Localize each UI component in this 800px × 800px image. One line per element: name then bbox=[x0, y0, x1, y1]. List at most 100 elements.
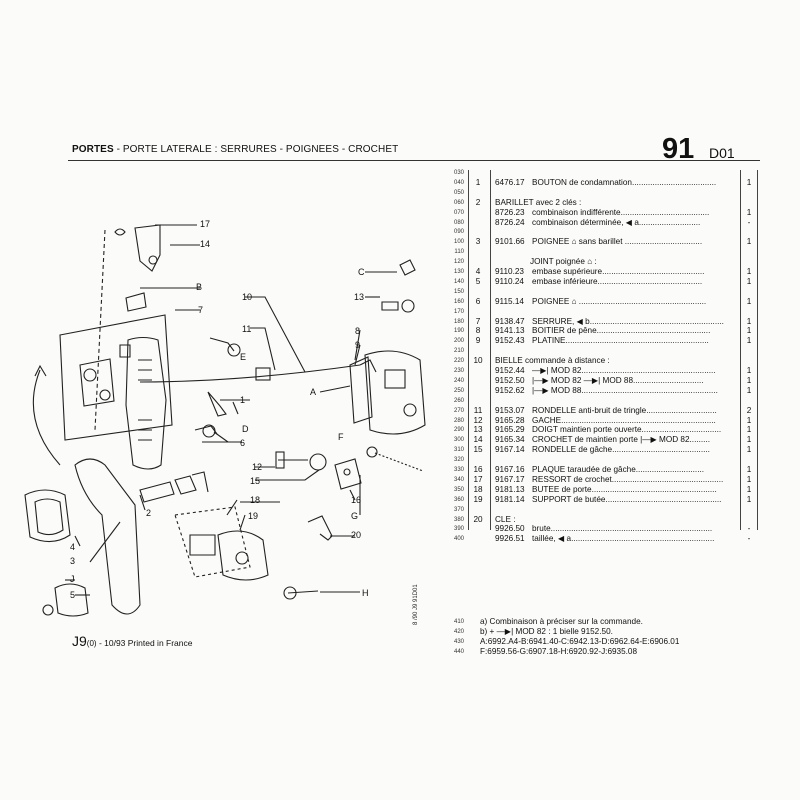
part-description: |—▶ MOD 88..............................… bbox=[532, 385, 718, 395]
part-reference: 8726.23 bbox=[495, 207, 525, 217]
line-number: 440 bbox=[453, 649, 464, 655]
part-reference: 9152.50 bbox=[495, 375, 525, 385]
item-number: 20 bbox=[473, 514, 483, 524]
header-divider bbox=[68, 160, 760, 161]
item-number: 18 bbox=[473, 484, 483, 494]
item-number: 4 bbox=[475, 267, 481, 276]
quantity: 1 bbox=[746, 207, 752, 217]
part-reference: 9181.14 bbox=[495, 494, 525, 504]
callout-2: 2 bbox=[146, 508, 151, 518]
line-number: 170 bbox=[453, 308, 464, 315]
item-number: 1 bbox=[475, 177, 481, 187]
table-row: 170 bbox=[0, 307, 800, 317]
item-number: 9 bbox=[475, 336, 481, 346]
line-number: 270 bbox=[453, 407, 464, 414]
part-description: BOITIER de pêne.........................… bbox=[532, 326, 711, 336]
table-row: 110 bbox=[0, 247, 800, 257]
part-description: brute...................................… bbox=[532, 524, 713, 534]
part-description: GACHE...................................… bbox=[532, 415, 716, 425]
quantity: 1 bbox=[746, 276, 752, 286]
callout-13: 13 bbox=[354, 292, 364, 302]
line-number: 340 bbox=[453, 476, 464, 483]
part-reference: 9167.17 bbox=[495, 474, 525, 484]
group-heading: JOINT poignée ⌂ : bbox=[530, 257, 597, 267]
table-row: 120 JOINT poignée ⌂ : bbox=[0, 257, 800, 267]
part-reference: 9152.43 bbox=[495, 336, 525, 346]
exploded-parts-diagram: 17 14 B 7 10 11 C 13 8 9 A 1 E 6 D F 12 … bbox=[24, 219, 426, 617]
callout-12: 12 bbox=[252, 462, 262, 472]
quantity: 1 bbox=[746, 415, 752, 425]
callout-d: D bbox=[242, 424, 249, 434]
callout-g: G bbox=[351, 511, 358, 521]
callout-e: E bbox=[240, 352, 246, 362]
part-reference: 9110.23 bbox=[495, 267, 524, 276]
table-column-divider bbox=[757, 170, 758, 530]
line-number: 080 bbox=[453, 219, 464, 226]
part-reference: 9152.62 bbox=[495, 385, 525, 395]
quantity: 1 bbox=[746, 336, 752, 346]
part-reference: 9115.14 bbox=[495, 296, 524, 306]
line-number: 210 bbox=[453, 348, 464, 355]
line-number: 430 bbox=[453, 639, 464, 645]
quantity: 1 bbox=[746, 474, 752, 484]
line-number: 220 bbox=[453, 358, 464, 365]
line-number: 120 bbox=[453, 259, 464, 266]
part-description: taillée, ◀ a............................… bbox=[532, 534, 715, 544]
line-number: 330 bbox=[453, 467, 464, 473]
footnote-line: 430 A:6992.A4-B:6941.40-C:6942.13-D:6962.… bbox=[0, 637, 800, 647]
part-reference: 9141.13 bbox=[495, 326, 525, 336]
quantity: 1 bbox=[746, 237, 752, 247]
line-number: 390 bbox=[453, 526, 464, 533]
item-number: 10 bbox=[473, 356, 483, 366]
item-number: 19 bbox=[473, 494, 483, 504]
quantity: 1 bbox=[746, 316, 752, 326]
line-number: 150 bbox=[453, 288, 464, 295]
part-description: DOIGT maintien porte ouverte............… bbox=[532, 425, 722, 435]
callout-15: 15 bbox=[250, 476, 260, 486]
line-number: 110 bbox=[454, 249, 464, 256]
part-reference: 8726.24 bbox=[495, 217, 525, 227]
part-reference: 9165.34 bbox=[495, 435, 525, 445]
quantity: - bbox=[747, 534, 751, 544]
quantity: 1 bbox=[746, 385, 752, 395]
part-description: embase inférieure.......................… bbox=[532, 276, 703, 286]
item-number: 2 bbox=[475, 197, 481, 207]
part-description: PLAQUE taraudée de gâche................… bbox=[532, 465, 705, 474]
line-number: 200 bbox=[453, 338, 464, 345]
quantity: - bbox=[747, 217, 751, 227]
table-row: 340 17 9167.17 RESSORT de crochet..........… bbox=[0, 475, 800, 485]
callout-a: A bbox=[310, 387, 316, 397]
callout-f: F bbox=[338, 432, 344, 442]
footnote-text: A:6992.A4-B:6941.40-C:6942.13-D:6962.64-… bbox=[480, 637, 680, 646]
quantity: 1 bbox=[746, 326, 752, 336]
item-number: 8 bbox=[475, 326, 481, 336]
callout-14: 14 bbox=[200, 239, 210, 249]
part-description: POIGNEE ⌂ ..............................… bbox=[532, 296, 707, 306]
part-reference: 9165.28 bbox=[495, 415, 525, 425]
callout-c: C bbox=[358, 267, 365, 277]
callout-b: B bbox=[196, 282, 202, 292]
quantity: 1 bbox=[746, 375, 752, 385]
section-code: D01 bbox=[709, 145, 735, 161]
line-number: 060 bbox=[453, 199, 464, 206]
part-reference: 9138.47 bbox=[495, 316, 525, 326]
item-number: 17 bbox=[473, 474, 483, 484]
line-number: 380 bbox=[453, 516, 464, 523]
line-number: 240 bbox=[453, 377, 464, 384]
part-description: BUTEE de porte..........................… bbox=[532, 484, 717, 494]
line-number: 140 bbox=[453, 278, 464, 285]
line-number: 050 bbox=[453, 189, 464, 196]
part-description: RESSORT de crochet......................… bbox=[532, 474, 724, 484]
